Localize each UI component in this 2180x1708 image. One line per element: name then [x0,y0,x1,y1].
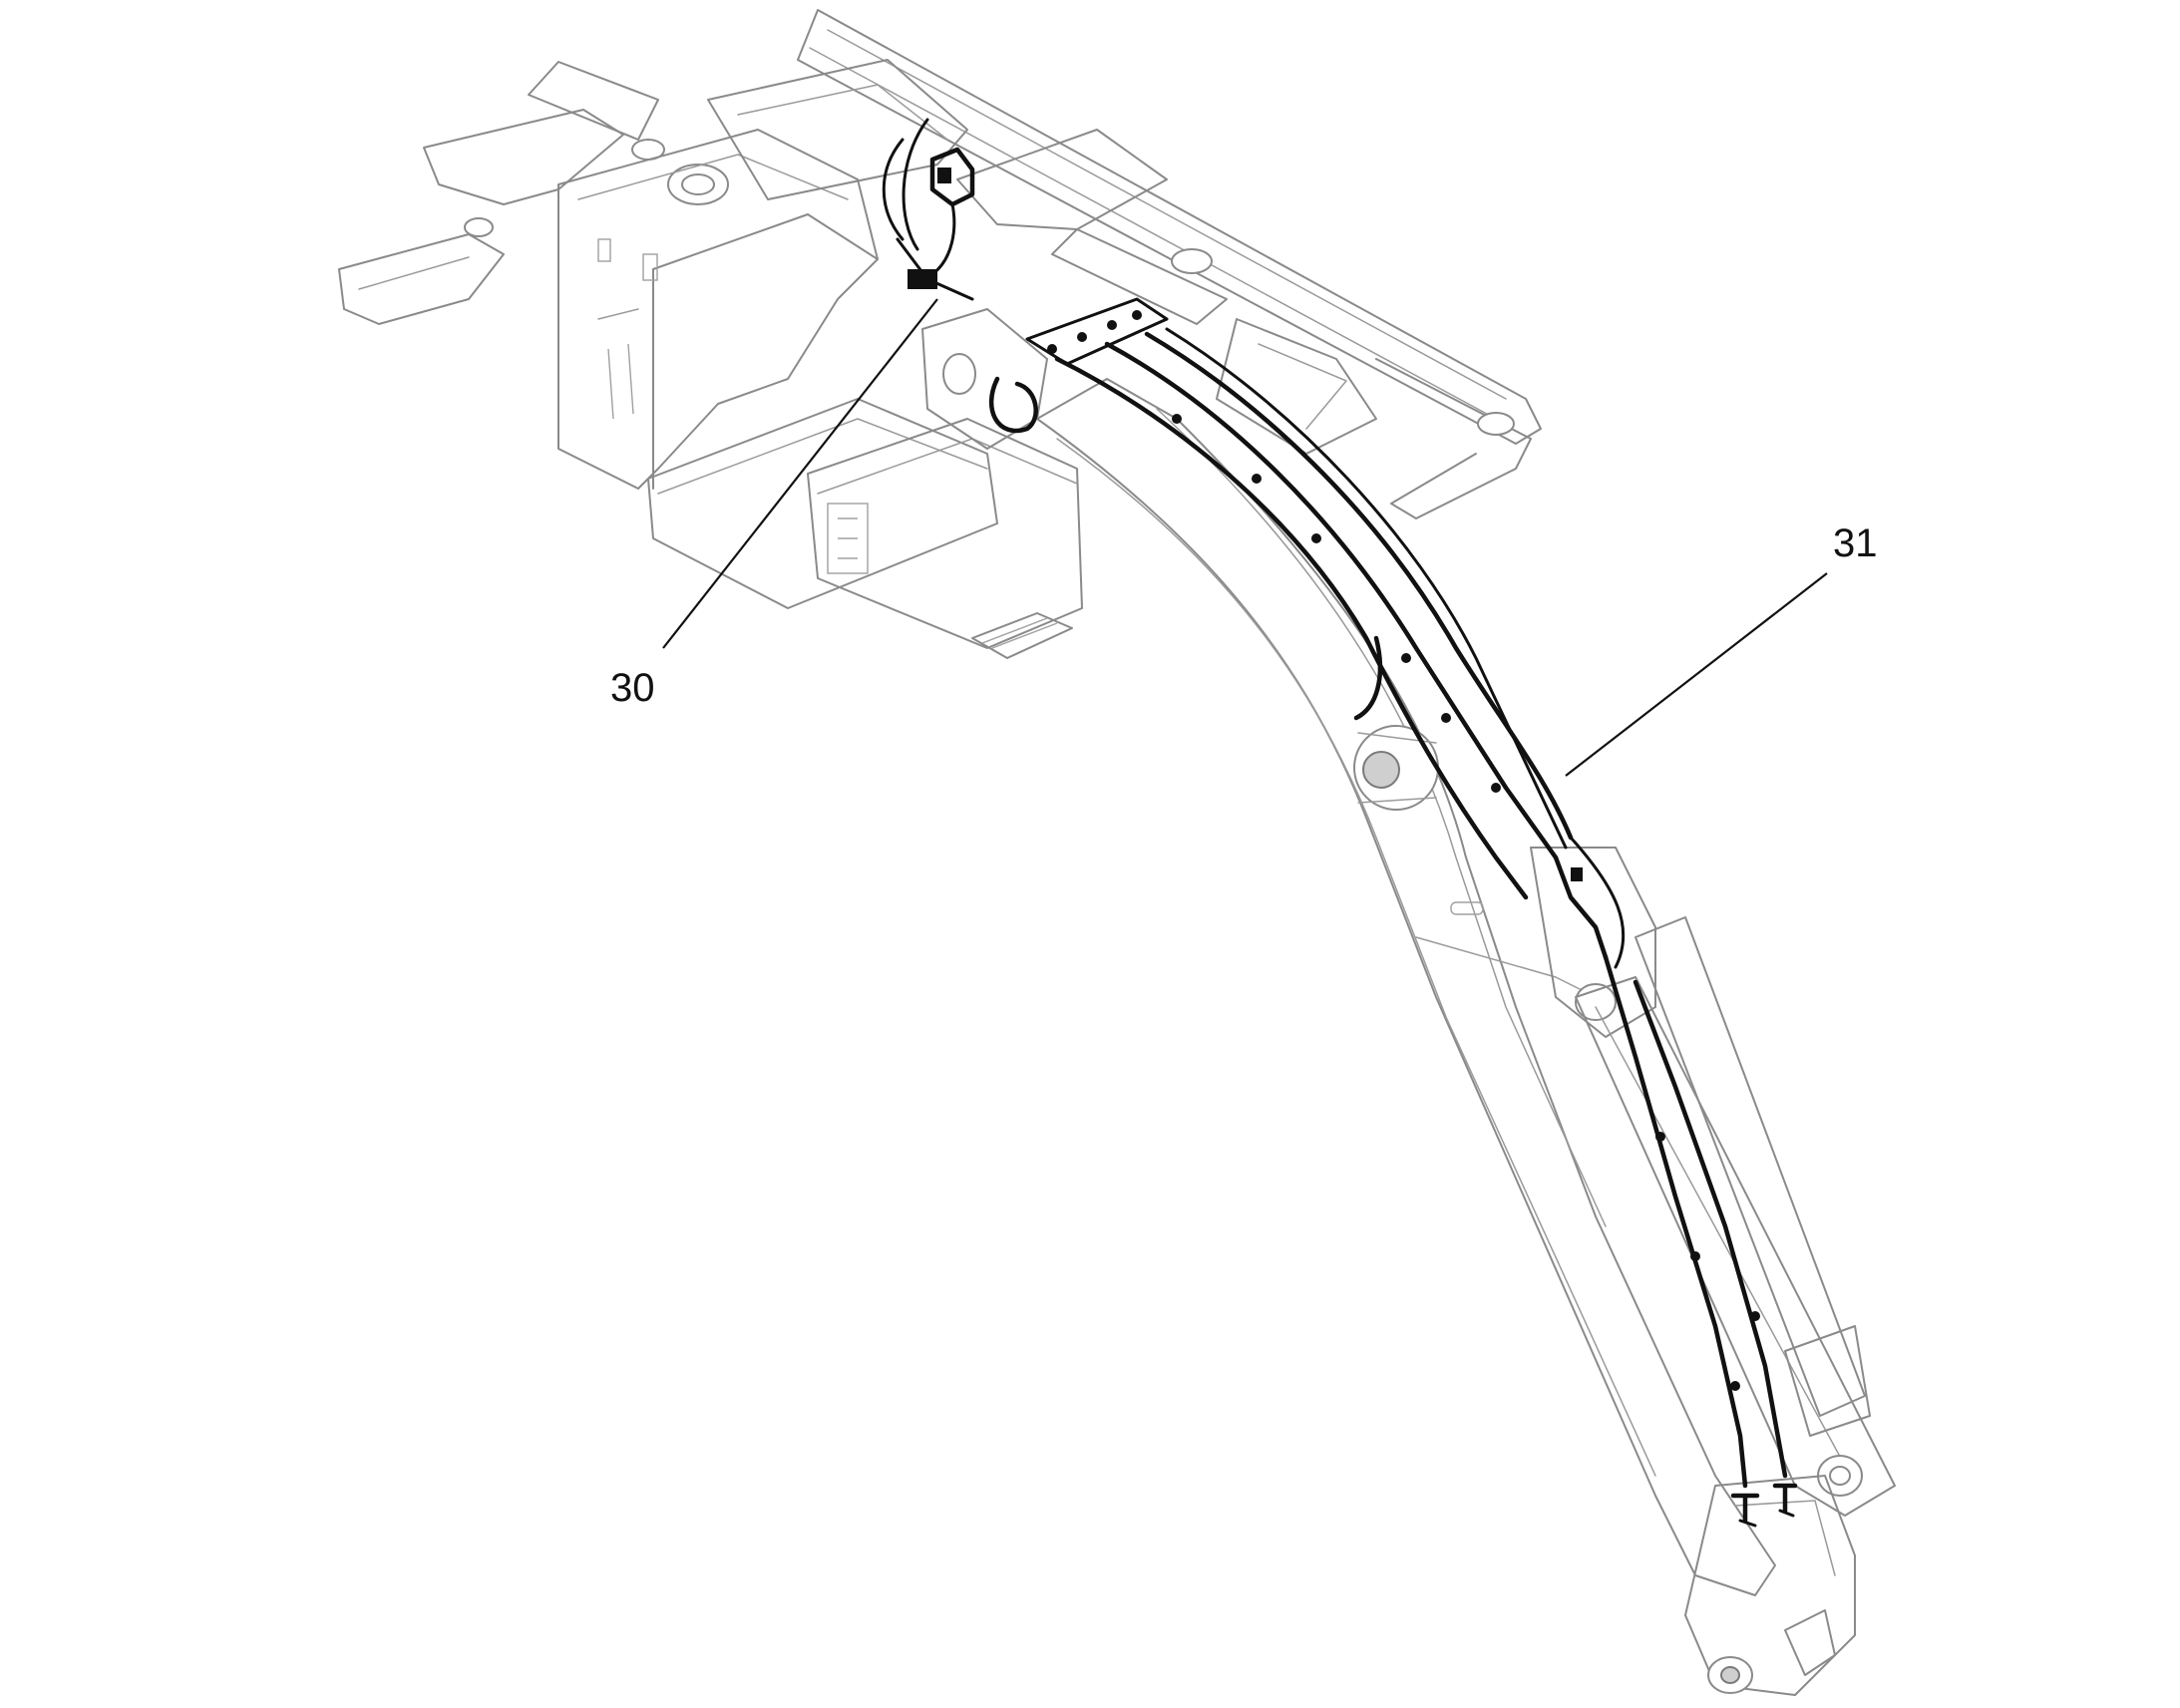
wiring-harness [882,118,1798,1528]
upper-frame [338,9,1542,659]
callout-31: 31 [1565,521,1878,777]
junction-plate [1025,297,1169,366]
callout-30: 30 [610,298,938,710]
arm-tip-connectors [1730,1483,1798,1528]
connector-block [882,118,975,301]
callout-30-leader [662,298,938,649]
callout-30-label: 30 [610,666,655,710]
arm [1575,916,1896,1696]
callout-31-label: 31 [1833,521,1878,565]
callout-31-leader [1565,572,1828,777]
